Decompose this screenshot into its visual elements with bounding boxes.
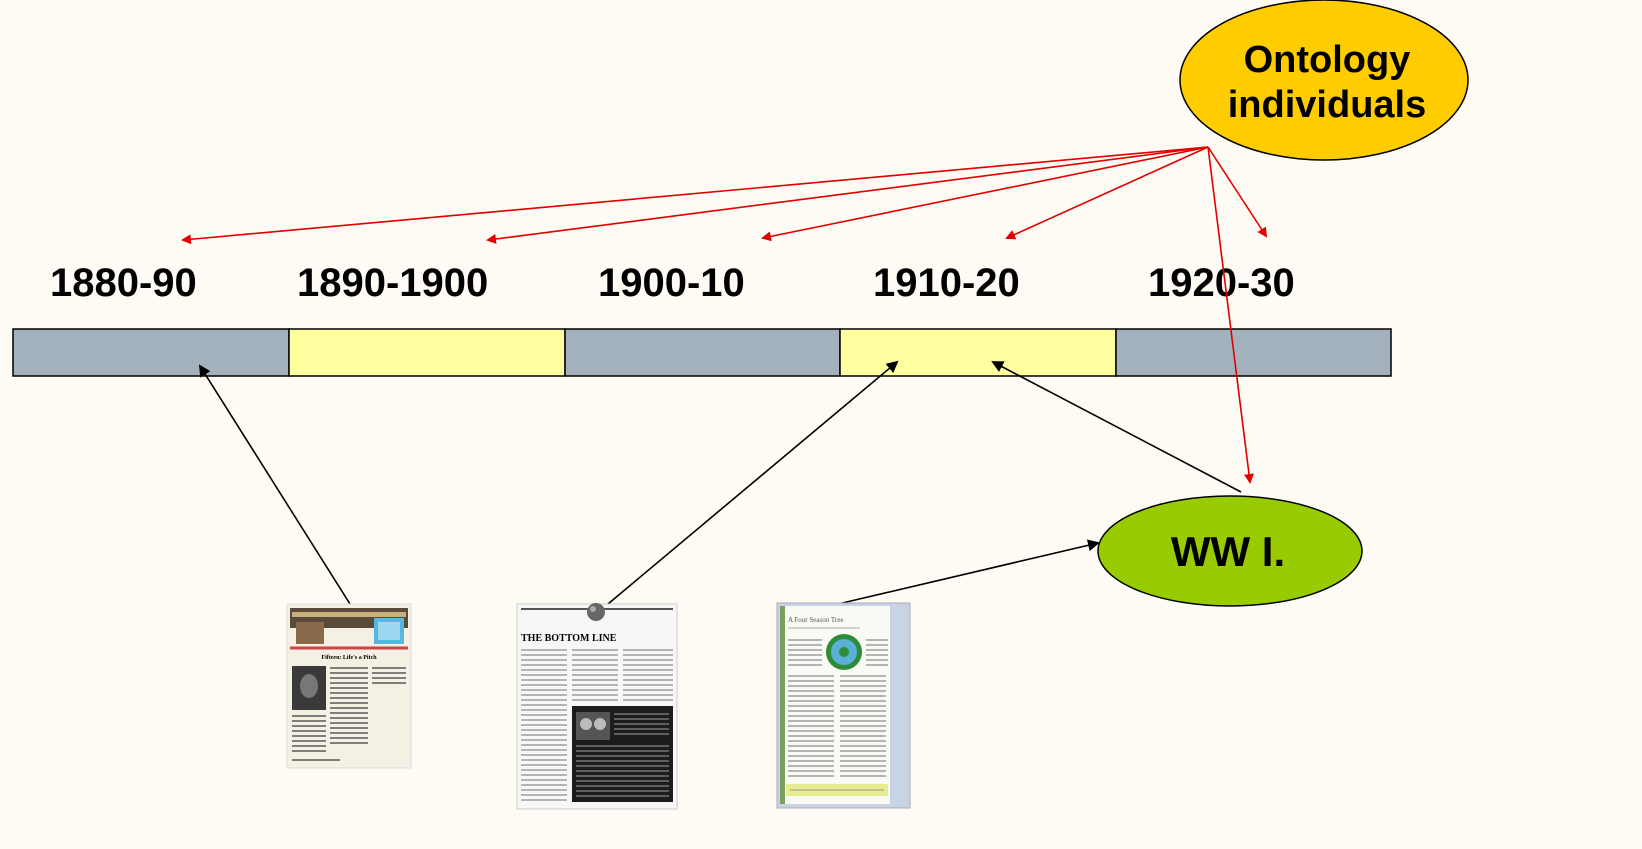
ontology-individuals-node: Ontology individuals [1179,0,1469,161]
wwi-link-1910-20 [991,361,1242,493]
timeline-segment-1920-30 [1115,328,1392,377]
document-3-thumbnail: A Four Season Tree [776,602,911,809]
ontology-individuals-label-line1: Ontology [1244,39,1411,81]
timeline-bar [12,328,1392,377]
document-links [198,360,1242,605]
timeline-segment-1880-90 [12,328,290,377]
wwi-ellipse [1097,495,1363,607]
document-3-headline: A Four Season Tree [788,616,843,624]
timeline-segment-1890-1900 [288,328,566,377]
ontology-link-1880-90 [181,146,1209,245]
wwi-node: WW I. [1097,495,1363,607]
document-1-link [198,364,351,605]
ontology-link-1920-30 [1207,146,1268,238]
document-2-headline: THE BOTTOM LINE [521,633,617,644]
timeline-segment-1910-20 [839,328,1117,377]
ontology-link-1890-1900 [486,146,1209,244]
decade-label-1890-1900: 1890-1900 [297,261,488,305]
decade-label-1880-90: 1880-90 [50,261,197,305]
ontology-link-wwi [1207,146,1254,484]
document-2-thumbnail: THE BOTTOM LINE [516,603,678,810]
timeline-segment-1900-10 [564,328,841,377]
decade-label-1910-20: 1910-20 [873,261,1020,305]
wwi-label: WW I. [1171,528,1285,575]
ontology-links [181,146,1268,484]
document-1-headline: Fifteen: Life's a Pitch [321,655,377,661]
decade-label-1900-10: 1900-10 [598,261,745,305]
document-2-link [607,360,899,605]
decade-label-1920-30: 1920-30 [1148,261,1295,305]
ontology-individuals-ellipse [1179,0,1469,161]
ontology-link-1900-10 [761,146,1209,242]
document-1-thumbnail: Fifteen: Life's a Pitch [286,603,412,769]
decade-labels: 1880-90 1890-1900 1900-10 1910-20 1920-3… [50,261,1295,305]
ontology-link-1910-20 [1005,146,1209,240]
document-3-link [837,539,1100,605]
ontology-individuals-label-line2: individuals [1228,84,1426,126]
